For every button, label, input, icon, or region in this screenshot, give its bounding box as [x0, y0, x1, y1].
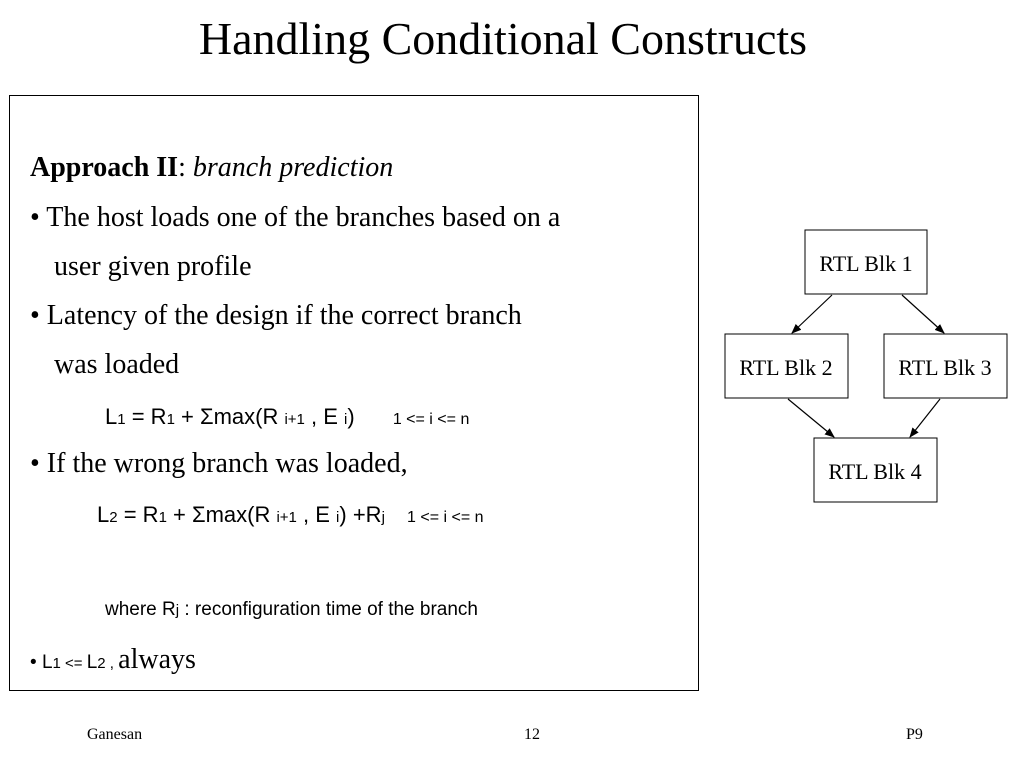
bullet-4-always: always [118, 644, 196, 675]
arrow-1-to-2 [791, 294, 833, 334]
eq1-eq-r: = R [125, 404, 167, 429]
footer-page-number: 12 [524, 726, 540, 743]
approach-name: branch prediction [192, 152, 394, 183]
rtl-block-2-label: RTL Blk 2 [739, 355, 832, 380]
equation-1: L1 = R1 + Σmax(R i+1 , E i) 1 <= i <= n [105, 404, 469, 430]
bullet-4-l1: L [41, 652, 53, 673]
bullet-4: • L1 <= L2 , always [30, 644, 196, 676]
rtl-block-1-label: RTL Blk 1 [819, 251, 912, 276]
bullet-4-l1-sub: 1 [52, 655, 61, 672]
rtl-block-4-label: RTL Blk 4 [828, 459, 921, 484]
rtl-block-2: RTL Blk 2 [724, 333, 849, 399]
rtl-block-diagram: RTL Blk 1 RTL Blk 2 RTL Blk 3 RTL Blk 4 [724, 229, 1008, 503]
bullet-4-dot: • [30, 652, 42, 673]
slide-title: Handling Conditional Constructs [198, 13, 808, 64]
arrow-1-to-3 [901, 294, 945, 334]
bullet-3: • If the wrong branch was loaded, [30, 448, 408, 479]
eq2-close-plus-r: ) +R [339, 502, 382, 527]
eq2-eq-r: = R [117, 502, 159, 527]
eq1-r-sub: 1 [166, 411, 175, 428]
heading-colon: : [178, 152, 186, 183]
bullet-4-l2: L [86, 652, 98, 673]
eq1-l-sub: 1 [117, 411, 126, 428]
where-j: j [175, 602, 180, 619]
eq2-i-plus-1: i+1 [276, 509, 297, 526]
where-definition: where Rj : reconfiguration time of the b… [105, 599, 478, 621]
eq2-comma-e: , E [296, 502, 337, 527]
eq1-comma-e: , E [304, 404, 345, 429]
bullet-2-line-1: • Latency of the design if the correct b… [30, 300, 522, 331]
eq1-range: 1 <= i <= n [392, 411, 470, 428]
bullet-1-line-1: • The host loads one of the branches bas… [30, 202, 561, 233]
bullet-2-line-2: was loaded [54, 349, 180, 380]
eq1-l: L [105, 404, 118, 429]
rtl-block-1: RTL Blk 1 [804, 229, 928, 295]
where-suffix: : reconfiguration time of the branch [179, 599, 478, 620]
rtl-block-3-label: RTL Blk 3 [898, 355, 991, 380]
approach-label: Approach II [30, 152, 179, 183]
eq2-l: L [97, 502, 110, 527]
eq2-l-sub: 2 [109, 509, 118, 526]
rtl-block-4: RTL Blk 4 [813, 437, 938, 503]
bullet-4-comma: , [105, 655, 119, 672]
where-prefix: where R [105, 599, 176, 620]
eq1-i-plus-1: i+1 [284, 411, 305, 428]
arrow-2-to-4 [787, 398, 835, 438]
footer-author: Ganesan [87, 726, 143, 743]
bullet-1-line-2: user given profile [54, 251, 252, 282]
rtl-block-3: RTL Blk 3 [883, 333, 1008, 399]
footer-code: P9 [906, 726, 923, 743]
eq1-i: i [344, 411, 348, 428]
approach-heading: Approach II: branch prediction [30, 152, 393, 184]
eq2-r-sub: 1 [158, 509, 167, 526]
eq2-sigma-max: + Σmax(R [166, 502, 277, 527]
eq2-j: j [381, 509, 385, 526]
eq2-range: 1 <= i <= n [407, 509, 484, 526]
eq1-sigma-max: + Σmax(R [174, 404, 285, 429]
equation-2: L2 = R1 + Σmax(R i+1 , E i) +Rj 1 <= i <… [97, 502, 484, 528]
eq1-close: ) [347, 404, 355, 429]
arrow-3-to-4 [909, 398, 941, 438]
content-box: Approach II: branch prediction • The hos… [9, 95, 699, 691]
eq2-i: i [336, 509, 340, 526]
bullet-4-l2-sub: 2 [97, 655, 106, 672]
bullet-4-le: <= [60, 655, 87, 672]
